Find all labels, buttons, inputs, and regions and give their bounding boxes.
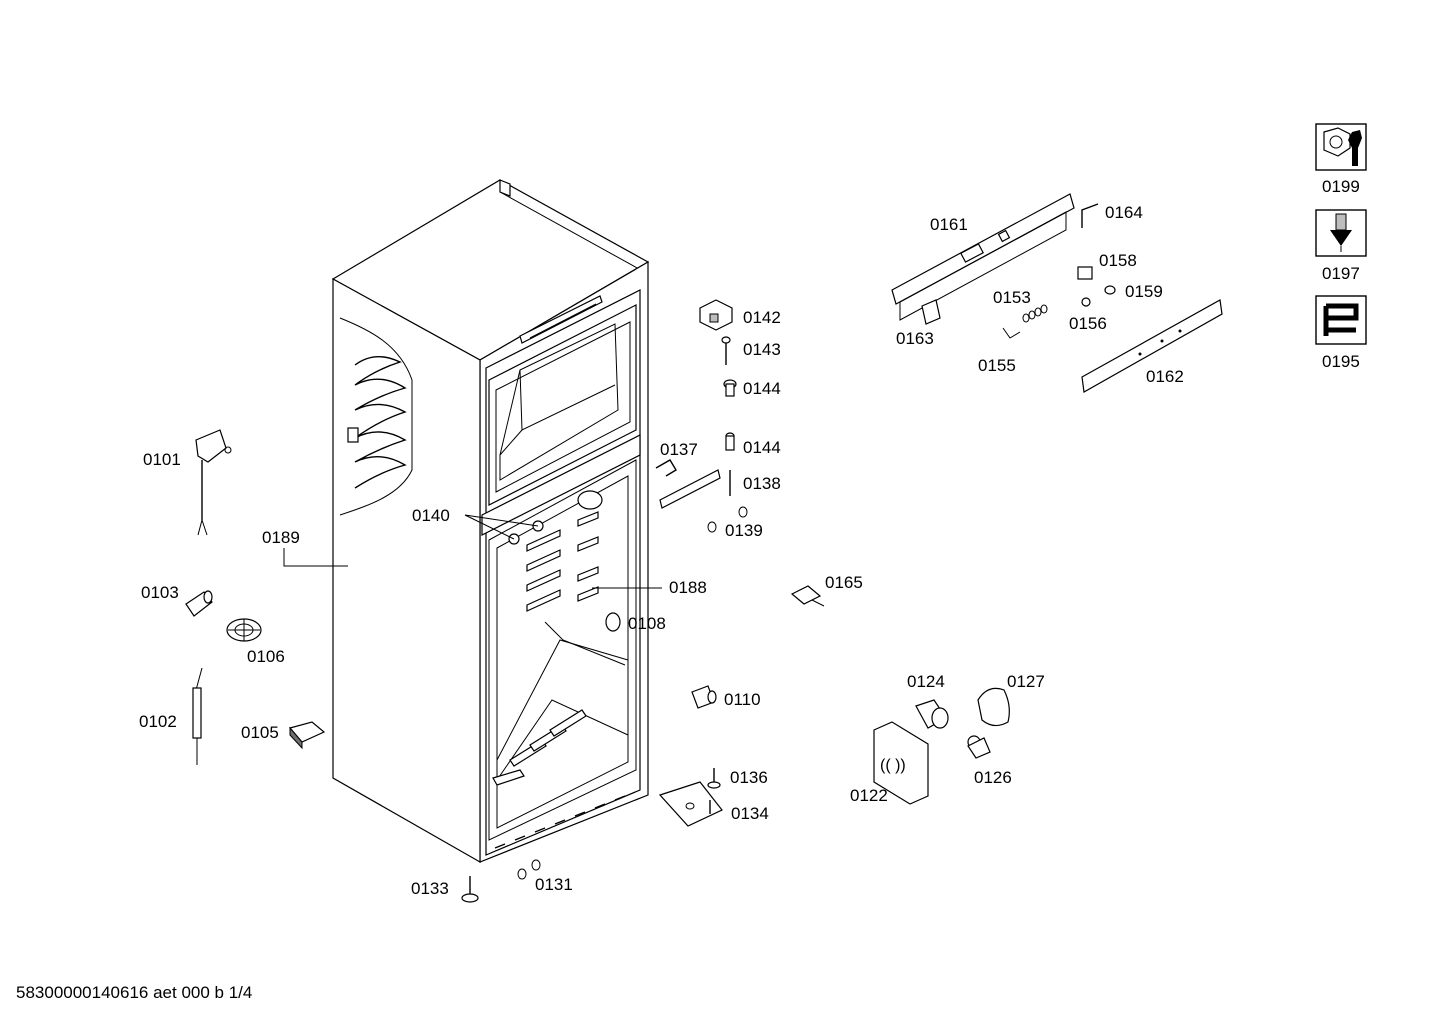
bottom-vents — [494, 795, 626, 849]
callout-0140: 0140 — [412, 506, 450, 525]
floor-slots — [492, 709, 587, 786]
part-0105-clip — [288, 721, 326, 750]
callout-0155: 0155 — [978, 356, 1016, 375]
callout-0103: 0103 — [141, 583, 179, 602]
callout-0106: 0106 — [247, 647, 285, 666]
callout-0137: 0137 — [660, 440, 698, 459]
part-0103-cylinder — [185, 590, 213, 617]
callout-0197: 0197 — [1322, 264, 1360, 283]
part-0133-leveling-foot — [461, 876, 479, 903]
part-0101-power-cord — [195, 429, 232, 536]
callout-0126: 0126 — [974, 768, 1012, 787]
callout-0142: 0142 — [743, 308, 781, 327]
callout-0124: 0124 — [907, 672, 945, 691]
callout-0144-upper: 0144 — [743, 379, 781, 398]
part-0108-grommet — [605, 612, 621, 632]
callout-0110: 0110 — [724, 690, 761, 709]
callout-0102: 0102 — [139, 712, 177, 731]
part-0136-bolt — [707, 768, 721, 789]
part-0138-hinge-bracket — [659, 469, 731, 509]
part-0165-connector — [790, 585, 825, 607]
part-0124-lamp-socket — [915, 699, 949, 729]
part-0106-wheel — [226, 618, 262, 642]
callout-0159: 0159 — [1125, 282, 1163, 301]
condenser-coil — [339, 317, 413, 516]
legend-0195-box — [1315, 295, 1367, 345]
part-0137-spring-clip — [655, 459, 677, 477]
part-0102-sensor-probe — [192, 667, 203, 765]
callout-0165: 0165 — [825, 573, 863, 592]
callout-0127: 0127 — [1007, 672, 1045, 691]
callout-0161: 0161 — [930, 215, 968, 234]
callout-0108: 0108 — [628, 614, 666, 633]
callout-0162: 0162 — [1146, 367, 1184, 386]
part-0162-strip — [1081, 299, 1223, 393]
part-0155-wire — [1002, 327, 1021, 339]
callout-0139: 0139 — [725, 521, 763, 540]
callout-0153: 0153 — [993, 288, 1031, 307]
part-0134-lower-hinge — [658, 781, 723, 827]
part-0156-plug — [1081, 297, 1091, 307]
part-0158-switch — [1077, 266, 1093, 280]
part-0122-lamp-housing: (( )) — [873, 721, 929, 805]
callout-0195: 0195 — [1322, 352, 1360, 371]
callout-labels: 0101 0189 0103 0106 0102 0105 0133 0131 … — [139, 177, 1360, 898]
callout-0105: 0105 — [241, 723, 279, 742]
callout-0163: 0163 — [896, 329, 934, 348]
leader-lines — [283, 514, 662, 589]
screwdriver-icon — [1330, 213, 1352, 252]
document-footer-code: 58300000140616 aet 000 b 1/4 — [16, 983, 252, 1002]
part-0110-plug — [691, 685, 717, 709]
part-0153-coils — [1022, 304, 1048, 323]
heating-coil-icon — [1323, 303, 1359, 336]
callout-0199: 0199 — [1322, 177, 1360, 196]
part-0127-lamp-cover — [977, 687, 1010, 727]
callout-0189: 0189 — [262, 528, 300, 547]
part-0164-bracket — [1081, 203, 1099, 228]
legend-0197-box — [1315, 209, 1367, 257]
callout-0122: 0122 — [850, 786, 888, 805]
part-0139-washer — [707, 506, 748, 533]
wrench-nut-icon — [1323, 127, 1351, 157]
legend-0199-box — [1315, 123, 1367, 171]
part-0144-bushing-lower — [725, 432, 735, 451]
callout-0144-lower: 0144 — [743, 438, 781, 457]
callout-0188: 0188 — [669, 578, 707, 597]
callout-0134: 0134 — [731, 804, 769, 823]
shelf-supports — [526, 511, 626, 666]
callout-0158: 0158 — [1099, 251, 1137, 270]
callout-0164: 0164 — [1105, 203, 1143, 222]
callout-0136: 0136 — [730, 768, 768, 787]
refrigerator-cabinet — [331, 179, 650, 864]
part-0159-bulb — [1104, 285, 1116, 295]
part-0131-washers — [517, 859, 541, 880]
part-0142-hinge-cap — [699, 299, 733, 331]
callout-0143: 0143 — [743, 340, 781, 359]
part-0163-plate — [921, 299, 941, 325]
svg-text:(( )): (( )) — [880, 757, 906, 774]
callout-0138: 0138 — [743, 474, 781, 493]
callout-0101: 0101 — [143, 450, 181, 469]
part-0126-bulb — [967, 735, 991, 759]
part-0161-control-housing — [891, 193, 1075, 321]
callout-0131: 0131 — [535, 875, 573, 894]
callout-0156: 0156 — [1069, 314, 1107, 333]
part-0144-bushing-upper — [723, 379, 737, 397]
part-0143-hinge-pin — [721, 336, 731, 365]
callout-0133: 0133 — [411, 879, 449, 898]
